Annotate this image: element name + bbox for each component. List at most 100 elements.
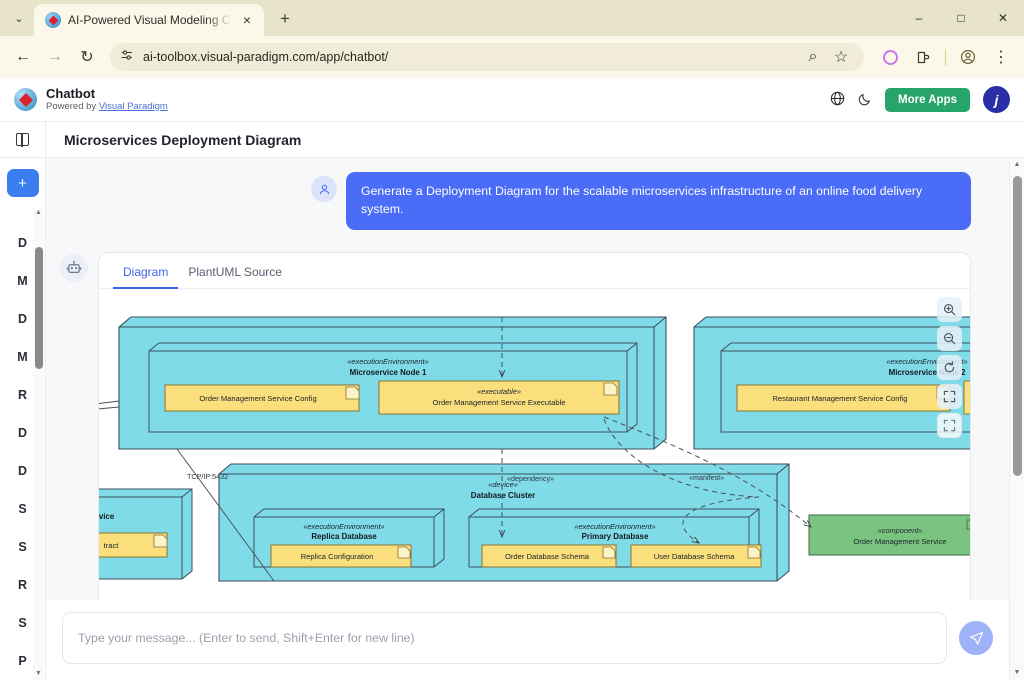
user-message-row: Generate a Deployment Diagram for the sc… bbox=[46, 158, 987, 230]
app-body: + D M D M R D D S S R S P ▲ bbox=[0, 158, 1024, 680]
new-chat-wrapper: + bbox=[0, 158, 45, 208]
artifact-label: Order Database Schema bbox=[505, 552, 590, 561]
uml-svg: «executionEnvironment» Microservice Node… bbox=[99, 289, 970, 599]
node-replica-database[interactable]: «executionEnvironment» Replica Database … bbox=[254, 509, 444, 567]
artifact-order-database-schema[interactable]: Order Database Schema bbox=[482, 545, 616, 567]
browser-navbar: ← → ↻ ai-toolbox.visual-paradigm.com/app… bbox=[0, 36, 1024, 78]
forward-icon[interactable]: → bbox=[40, 42, 70, 72]
panel-toggle-button[interactable] bbox=[0, 122, 46, 158]
panel-toggle-icon bbox=[16, 133, 29, 146]
message-input[interactable] bbox=[78, 631, 931, 645]
browser-extensions: ⋮ bbox=[872, 42, 1016, 72]
node-primary-database[interactable]: «executionEnvironment» Primary Database … bbox=[469, 509, 761, 567]
more-apps-button[interactable]: More Apps bbox=[885, 88, 970, 112]
minimize-window-button[interactable]: – bbox=[898, 0, 940, 36]
app-header-actions: More Apps j bbox=[830, 86, 1010, 113]
address-bar[interactable]: ai-toolbox.visual-paradigm.com/app/chatb… bbox=[110, 43, 864, 71]
profile-icon[interactable] bbox=[953, 42, 983, 72]
artifact-label: Replica Configuration bbox=[301, 552, 374, 561]
page-title: Microservices Deployment Diagram bbox=[46, 132, 301, 148]
sidebar-scrollbar[interactable]: ▲ ▼ bbox=[33, 208, 44, 680]
dark-mode-moon-icon[interactable] bbox=[858, 92, 872, 108]
component-order-management-service[interactable]: «component» Order Management Service bbox=[809, 515, 970, 555]
visual-paradigm-link[interactable]: Visual Paradigm bbox=[99, 101, 168, 112]
sidebar: + D M D M R D D S S R S P ▲ bbox=[0, 158, 46, 680]
robot-avatar-icon bbox=[60, 254, 88, 282]
sidebar-scroll-down-icon[interactable]: ▼ bbox=[35, 669, 42, 680]
message-composer bbox=[46, 600, 1009, 680]
message-input-box[interactable] bbox=[62, 612, 947, 664]
node-name: Replica Database bbox=[311, 532, 377, 541]
title-bar: Microservices Deployment Diagram bbox=[0, 122, 1024, 158]
artifact-restaurant-management-service-executable[interactable]: «executable» Restaurant Management Servi… bbox=[964, 381, 970, 414]
reset-zoom-icon[interactable] bbox=[937, 355, 962, 380]
tab-plantuml-source[interactable]: PlantUML Source bbox=[178, 253, 292, 288]
page-scroll-up-icon[interactable]: ▲ bbox=[1014, 158, 1021, 172]
node-name: Primary Database bbox=[582, 532, 649, 541]
component-stereotype: «component» bbox=[878, 526, 923, 535]
expand-arrows-icon[interactable] bbox=[937, 384, 962, 409]
artifact-label: User Database Schema bbox=[654, 552, 735, 561]
page-scroll-down-icon[interactable]: ▼ bbox=[1014, 666, 1021, 680]
diagram-card: Diagram PlantUML Source bbox=[98, 252, 971, 600]
user-avatar[interactable]: j bbox=[983, 86, 1010, 113]
browser-menu-icon[interactable]: ⋮ bbox=[986, 42, 1016, 72]
node-name: Database Cluster bbox=[471, 491, 535, 500]
powered-by-prefix: Powered by bbox=[46, 101, 99, 112]
language-globe-icon[interactable] bbox=[830, 91, 845, 108]
artifact-restaurant-management-service-config[interactable]: Restaurant Management Service Config bbox=[737, 385, 950, 411]
node-stereotype: «executionEnvironment» bbox=[574, 522, 655, 531]
artifact-user-database-schema[interactable]: User Database Schema bbox=[631, 545, 761, 567]
address-bar-url: ai-toolbox.visual-paradigm.com/app/chatb… bbox=[143, 50, 791, 64]
node-clipped-left[interactable]: rvice tract bbox=[99, 489, 192, 579]
app-name: Chatbot bbox=[46, 87, 168, 102]
close-window-button[interactable]: ✕ bbox=[982, 0, 1024, 36]
browser-tabstrip: ⌄ AI-Powered Visual Modeling Ch × + – □ … bbox=[0, 0, 1024, 36]
zoom-in-icon[interactable] bbox=[937, 297, 962, 322]
node-microservice-node-1[interactable]: «executionEnvironment» Microservice Node… bbox=[119, 317, 666, 449]
node-microservice-node-2[interactable]: «executionEnvironment» Microservice Node… bbox=[694, 317, 970, 449]
diagram-canvas-wrapper[interactable]: «executionEnvironment» Microservice Node… bbox=[99, 289, 970, 600]
circle-extension-icon[interactable] bbox=[875, 42, 905, 72]
clipped-node-name: rvice bbox=[99, 512, 115, 521]
reload-icon[interactable]: ↻ bbox=[72, 42, 102, 72]
tab-list-chevron-icon[interactable]: ⌄ bbox=[4, 3, 34, 33]
sidebar-conversation-list: D M D M R D D S S R S P ▲ ▼ bbox=[0, 208, 45, 680]
artifact-label: Order Management Service Executable bbox=[433, 398, 566, 407]
page-scroll-track[interactable] bbox=[1010, 172, 1024, 666]
sidebar-scroll-up-icon[interactable]: ▲ bbox=[35, 208, 42, 219]
artifact-label: Restaurant Management Service Config bbox=[772, 394, 907, 403]
node-stereotype: «executionEnvironment» bbox=[303, 522, 384, 531]
artifact-order-management-service-executable[interactable]: «executable» Order Management Service Ex… bbox=[379, 381, 619, 414]
back-icon[interactable]: ← bbox=[8, 42, 38, 72]
zoom-out-icon[interactable] bbox=[937, 326, 962, 351]
artifact-order-management-service-config[interactable]: Order Management Service Config bbox=[165, 385, 359, 411]
artifact-stereotype: «executable» bbox=[477, 387, 521, 396]
edge-label-tcpip: TCP/IP:5432 bbox=[187, 472, 228, 481]
uml-deployment-diagram[interactable]: «executionEnvironment» Microservice Node… bbox=[99, 289, 970, 599]
chat-scroll-area: Generate a Deployment Diagram for the sc… bbox=[46, 158, 1009, 600]
site-settings-icon[interactable] bbox=[120, 48, 134, 67]
send-message-button[interactable] bbox=[959, 621, 993, 655]
user-message-bubble: Generate a Deployment Diagram for the sc… bbox=[346, 172, 971, 230]
page-scrollbar[interactable]: ▲ ▼ bbox=[1009, 158, 1024, 680]
close-tab-icon[interactable]: × bbox=[239, 12, 255, 28]
sidebar-scroll-track[interactable] bbox=[33, 219, 44, 669]
new-chat-button[interactable]: + bbox=[7, 169, 39, 197]
powered-by-text: Powered by Visual Paradigm bbox=[46, 102, 168, 113]
sidebar-scroll-thumb[interactable] bbox=[35, 247, 43, 369]
page-scroll-thumb[interactable] bbox=[1013, 176, 1022, 476]
browser-tab[interactable]: AI-Powered Visual Modeling Ch × bbox=[34, 4, 264, 36]
toolbar-divider bbox=[945, 49, 946, 66]
bookmark-star-icon[interactable]: ☆ bbox=[828, 44, 854, 70]
fullscreen-icon[interactable] bbox=[937, 413, 962, 438]
user-avatar-icon bbox=[311, 176, 337, 202]
new-tab-button[interactable]: + bbox=[271, 5, 299, 33]
diagram-zoom-tools bbox=[937, 297, 962, 438]
tab-diagram[interactable]: Diagram bbox=[113, 253, 178, 288]
zoom-icon[interactable]: ⌕ bbox=[800, 44, 826, 70]
artifact-replica-configuration[interactable]: Replica Configuration bbox=[271, 545, 411, 567]
maximize-window-button[interactable]: □ bbox=[940, 0, 982, 36]
extensions-puzzle-icon[interactable] bbox=[908, 42, 938, 72]
